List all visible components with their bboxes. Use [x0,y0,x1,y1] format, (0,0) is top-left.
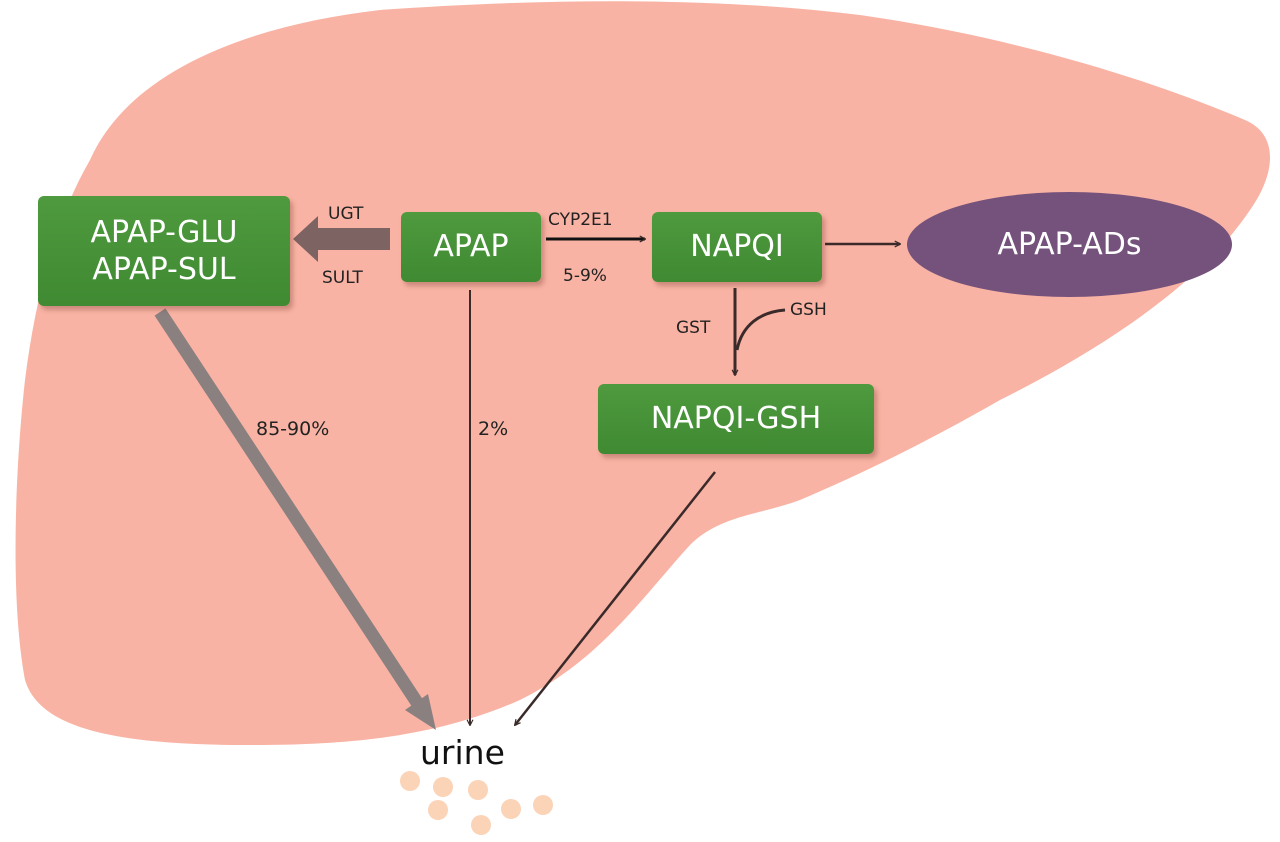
node-glu-label: APAP-GLU [90,214,238,250]
urine-dots [400,771,553,835]
label-cyp2e1: CYP2E1 [548,210,613,230]
node-napqi-label: NAPQI [690,229,784,265]
node-glu-sul: APAP-GLU APAP-SUL [38,196,290,306]
node-apap-label: APAP [433,229,509,265]
label-gst: GST [676,318,711,338]
label-gsh: GSH [790,300,827,320]
node-napqi-gsh: NAPQI-GSH [598,384,874,454]
node-apap-ads: APAP-ADs [907,192,1232,297]
urine-dot [433,777,453,797]
label-conj-percent: 85-90% [256,418,330,440]
conjugate-excretion-arrowhead [405,694,436,730]
urine-dot [428,800,448,820]
urine-dot [471,815,491,835]
urine-dot [533,795,553,815]
node-napqi-gsh-label: NAPQI-GSH [650,401,822,437]
node-napqi: NAPQI [652,212,822,282]
label-ugt: UGT [328,204,364,224]
gsh-curve [735,308,786,351]
urine-dot [400,771,420,791]
label-sult: SULT [322,268,363,288]
urine-dot [501,799,521,819]
node-apap-ads-label: APAP-ADs [997,227,1142,262]
conjugate-excretion-line [154,308,424,708]
ugt-sult-arrow [293,216,390,262]
urine-dot [468,780,488,800]
gsh-excretion-arrow [515,471,716,725]
node-sul-label: APAP-SUL [92,252,236,287]
label-direct-percent: 2% [478,418,509,440]
node-apap: APAP [401,212,541,282]
node-urine-label: urine [420,733,505,772]
label-cyp-percent: 5-9% [563,266,607,286]
